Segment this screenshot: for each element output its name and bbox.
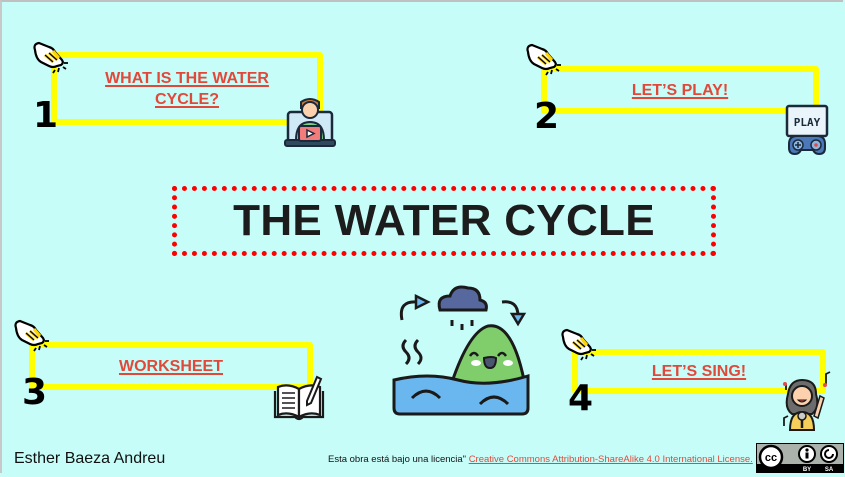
svg-text:BY: BY <box>803 467 811 472</box>
svg-text:SA: SA <box>825 467 834 472</box>
cc-by-sa-badge[interactable]: cc BY SA <box>756 443 844 473</box>
pointing-hand-icon <box>561 328 596 361</box>
license-prefix: Esta obra está bajo una licencia" <box>328 454 469 465</box>
singer-microphone-icon <box>783 371 831 431</box>
number-1: 1 <box>33 95 59 136</box>
book-pencil-icon <box>273 375 325 421</box>
water-cycle-icon <box>392 285 530 416</box>
menu-box-play[interactable]: LET’S PLAY! <box>541 66 819 114</box>
license-link[interactable]: Creative Commons Attribution-ShareAlike … <box>468 454 753 465</box>
pointing-hand-icon <box>526 43 561 76</box>
page-title: THE WATER CYCLE <box>233 196 655 245</box>
worksheet-link[interactable]: WORKSHEET <box>119 357 223 375</box>
menu-box-sing[interactable]: LET’S SING! <box>572 349 826 394</box>
lets-play-link[interactable]: LET’S PLAY! <box>631 81 729 99</box>
menu-box-worksheet[interactable]: WORKSHEET <box>29 342 313 390</box>
svg-text:PLAY: PLAY <box>794 116 821 129</box>
license-text: Esta obra está bajo una licencia" Creati… <box>328 454 753 465</box>
menu-box-what-is[interactable]: WHAT IS THE WATER CYCLE? <box>51 52 323 125</box>
pointing-hand-icon <box>14 319 49 352</box>
creative-commons-icon: cc BY SA <box>757 444 843 473</box>
title-box: THE WATER CYCLE <box>172 186 716 256</box>
game-controller-play-icon: PLAY <box>785 104 829 156</box>
number-2: 2 <box>534 96 560 137</box>
video-lesson-icon <box>284 98 336 147</box>
author-name: Esther Baeza Andreu <box>14 450 166 467</box>
what-is-water-cycle-link[interactable]: WHAT IS THE WATER CYCLE? <box>105 69 269 108</box>
lets-sing-link[interactable]: LET’S SING! <box>651 363 747 380</box>
svg-text:cc: cc <box>765 452 777 464</box>
pointing-hand-icon <box>33 41 68 74</box>
number-3: 3 <box>22 372 48 413</box>
number-4: 4 <box>568 378 594 419</box>
